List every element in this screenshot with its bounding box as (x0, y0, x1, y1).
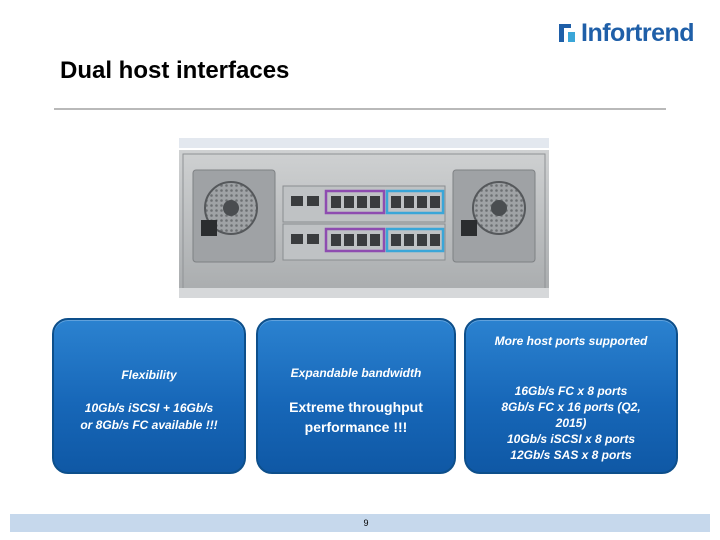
title-divider (54, 108, 666, 110)
bandwidth-box: Expandable bandwidth Extreme throughput … (256, 318, 456, 474)
page-number: 9 (363, 518, 369, 528)
host-ports-line: 16Gb/s FC x 8 ports (514, 384, 628, 398)
host-ports-line: 12Gb/s SAS x 8 ports (510, 448, 632, 462)
flexibility-description: 10Gb/s iSCSI + 16Gb/s or 8Gb/s FC availa… (54, 400, 244, 434)
logo-text: Infortrend (581, 18, 695, 47)
bandwidth-description: Extreme throughput performance !!! (258, 397, 454, 437)
footer-bar (10, 514, 710, 532)
bandwidth-line: Extreme throughput (289, 399, 423, 415)
host-ports-line: 10Gb/s iSCSI x 8 ports (506, 432, 636, 446)
host-ports-box: More host ports supported 16Gb/s FC x 8 … (464, 318, 678, 474)
infortrend-logo: Infortrend (556, 16, 706, 50)
host-ports-list: 16Gb/s FC x 8 ports 8Gb/s FC x 16 ports … (466, 383, 676, 463)
host-ports-title: More host ports supported (494, 334, 648, 348)
flexibility-box: Flexibility 10Gb/s iSCSI + 16Gb/s or 8Gb… (52, 318, 246, 474)
flexibility-line: 10Gb/s iSCSI + 16Gb/s (84, 401, 214, 415)
host-ports-line: 8Gb/s FC x 16 ports (Q2, (501, 400, 641, 414)
bandwidth-title: Expandable bandwidth (290, 366, 422, 380)
infortrend-logo-icon (559, 24, 575, 42)
storage-enclosure-rear-photo (179, 138, 549, 298)
slide-title: Dual host interfaces (60, 57, 290, 84)
flexibility-line: or 8Gb/s FC available !!! (80, 418, 218, 432)
bandwidth-line: performance !!! (304, 419, 408, 435)
flexibility-title: Flexibility (121, 368, 177, 382)
host-ports-line: 2015) (555, 416, 587, 430)
